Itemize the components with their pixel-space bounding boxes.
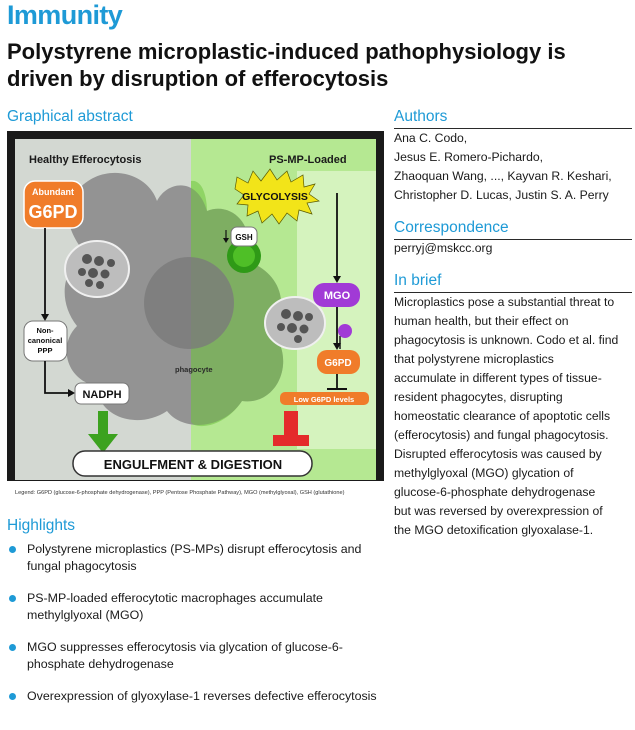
in-brief-line: phagocytosis is unknown. Codo et al. fin… — [394, 333, 619, 347]
highlight-text: MGO suppresses efferocytosis via glycati… — [27, 640, 343, 671]
in-brief-line: human health, but their effect on — [394, 314, 569, 328]
journal-name: Immunity — [7, 0, 123, 30]
microparticles-left — [78, 254, 115, 289]
highlight-text: PS-MP-loaded efferocytotic macrophages a… — [27, 591, 323, 622]
highlight-text: Overexpression of glyoxylase-1 reverses … — [27, 689, 377, 703]
highlight-item: PS-MP-loaded efferocytotic macrophages a… — [7, 590, 382, 624]
g6pd-small-label: G6PD — [324, 358, 351, 369]
bullet-icon — [9, 693, 16, 700]
mgo-box — [313, 283, 360, 307]
noncanonical-line2: canonical — [28, 336, 63, 345]
left-panel-title: Healthy Efferocytosis — [29, 154, 141, 166]
bullet-icon — [9, 644, 16, 651]
in-brief-heading: In brief — [394, 272, 442, 289]
bullet-icon — [9, 546, 16, 553]
highlight-item: Overexpression of glyoxylase-1 reverses … — [7, 688, 382, 705]
in-brief-line: glucose-6-phosphate dehydrogenase — [394, 485, 596, 499]
highlights-list: Polystyrene microplastics (PS-MPs) disru… — [7, 541, 382, 720]
engulfment-label: ENGULFMENT & DIGESTION — [104, 457, 282, 472]
nucleus — [144, 257, 234, 349]
authors-heading: Authors — [394, 108, 448, 125]
apoptotic-cell-left — [64, 240, 130, 298]
phagocyte-cell-right — [191, 180, 284, 427]
authors-rule — [394, 128, 632, 129]
authors-list: Ana C. Codo, Jesus E. Romero-Pichardo, Z… — [394, 129, 612, 205]
in-brief-line: (efferocytosis) and fungal phagocytosis. — [394, 428, 609, 442]
mgo-glycation-mark — [338, 324, 352, 338]
in-brief-line: that polystyrene microplastics — [394, 352, 554, 366]
in-brief-line: resident phagocytes, disrupting — [394, 390, 563, 404]
in-brief-line: Microplastics pose a substantial threat … — [394, 295, 615, 309]
author-line: Christopher D. Lucas, Justin S. A. Perry — [394, 188, 609, 202]
author-line: Jesus E. Romero-Pichardo, — [394, 150, 544, 164]
noncanonical-line1: Non- — [36, 326, 54, 335]
in-brief-line: accumulate in different types of tissue- — [394, 371, 602, 385]
graphical-abstract-svg: Healthy Efferocytosis PS-MP-Loaded Abund… — [7, 139, 384, 502]
glycolysis-burst — [234, 168, 320, 225]
nadph-box — [74, 382, 130, 405]
graphical-abstract-heading: Graphical abstract — [7, 108, 133, 125]
correspondence-rule — [394, 239, 632, 240]
highlights-heading: Highlights — [7, 517, 76, 534]
low-g6pd-label: Low G6PD levels — [294, 395, 354, 404]
nadph-label: NADPH — [82, 389, 121, 401]
correspondence-email[interactable]: perryj@mskcc.org — [394, 241, 493, 255]
abundant-label: Abundant — [32, 187, 74, 197]
glycolysis-label: GLYCOLYSIS — [242, 191, 308, 203]
abundant-g6pd-box — [23, 180, 84, 229]
highlight-text: Polystyrene microplastics (PS-MPs) disru… — [27, 542, 362, 573]
gsh-label: GSH — [235, 233, 253, 242]
ga-legend: Legend: G6PD (glucose-6-phosphate dehydr… — [15, 490, 345, 496]
in-brief-rule — [394, 292, 632, 293]
right-panel-title: PS-MP-Loaded — [269, 154, 347, 166]
author-line: Zhaoquan Wang, ..., Kayvan R. Keshari, — [394, 169, 612, 183]
in-brief-line: methylglyoxal (MGO) glycation of — [394, 466, 574, 480]
in-brief-line: Disrupted efferocytosis was caused by — [394, 447, 602, 461]
low-g6pd-box — [280, 392, 369, 405]
microparticles-right — [277, 309, 313, 343]
in-brief-line: the MGO detoxification glyoxalase-1. — [394, 523, 594, 537]
green-up-arrow — [88, 411, 118, 453]
mgo-label: MGO — [324, 290, 351, 302]
phagocyte-label: phagocyte — [175, 365, 213, 374]
article-title: Polystyrene microplastic-induced pathoph… — [7, 39, 566, 91]
apoptotic-cell-right — [264, 296, 326, 350]
red-block-bar — [273, 435, 309, 446]
graphical-abstract-figure: Healthy Efferocytosis PS-MP-Loaded Abund… — [7, 131, 384, 502]
red-block-stem — [284, 411, 298, 435]
correspondence-heading: Correspondence — [394, 219, 509, 236]
in-brief-text: Microplastics pose a substantial threat … — [394, 293, 634, 540]
g6pd-big-label: G6PD — [28, 202, 77, 222]
noncanonical-line3: PPP — [37, 346, 52, 355]
highlight-item: Polystyrene microplastics (PS-MPs) disru… — [7, 541, 382, 575]
in-brief-line: but was reversed by overexpression of — [394, 504, 603, 518]
bullet-icon — [9, 595, 16, 602]
in-brief-line: homeostatic clearance of apoptotic cells — [394, 409, 611, 423]
g6pd-small-box — [317, 350, 360, 374]
author-line: Ana C. Codo, — [394, 131, 468, 145]
highlight-item: MGO suppresses efferocytosis via glycati… — [7, 639, 382, 673]
gsh-box — [230, 226, 258, 247]
engulfment-box — [72, 450, 313, 477]
